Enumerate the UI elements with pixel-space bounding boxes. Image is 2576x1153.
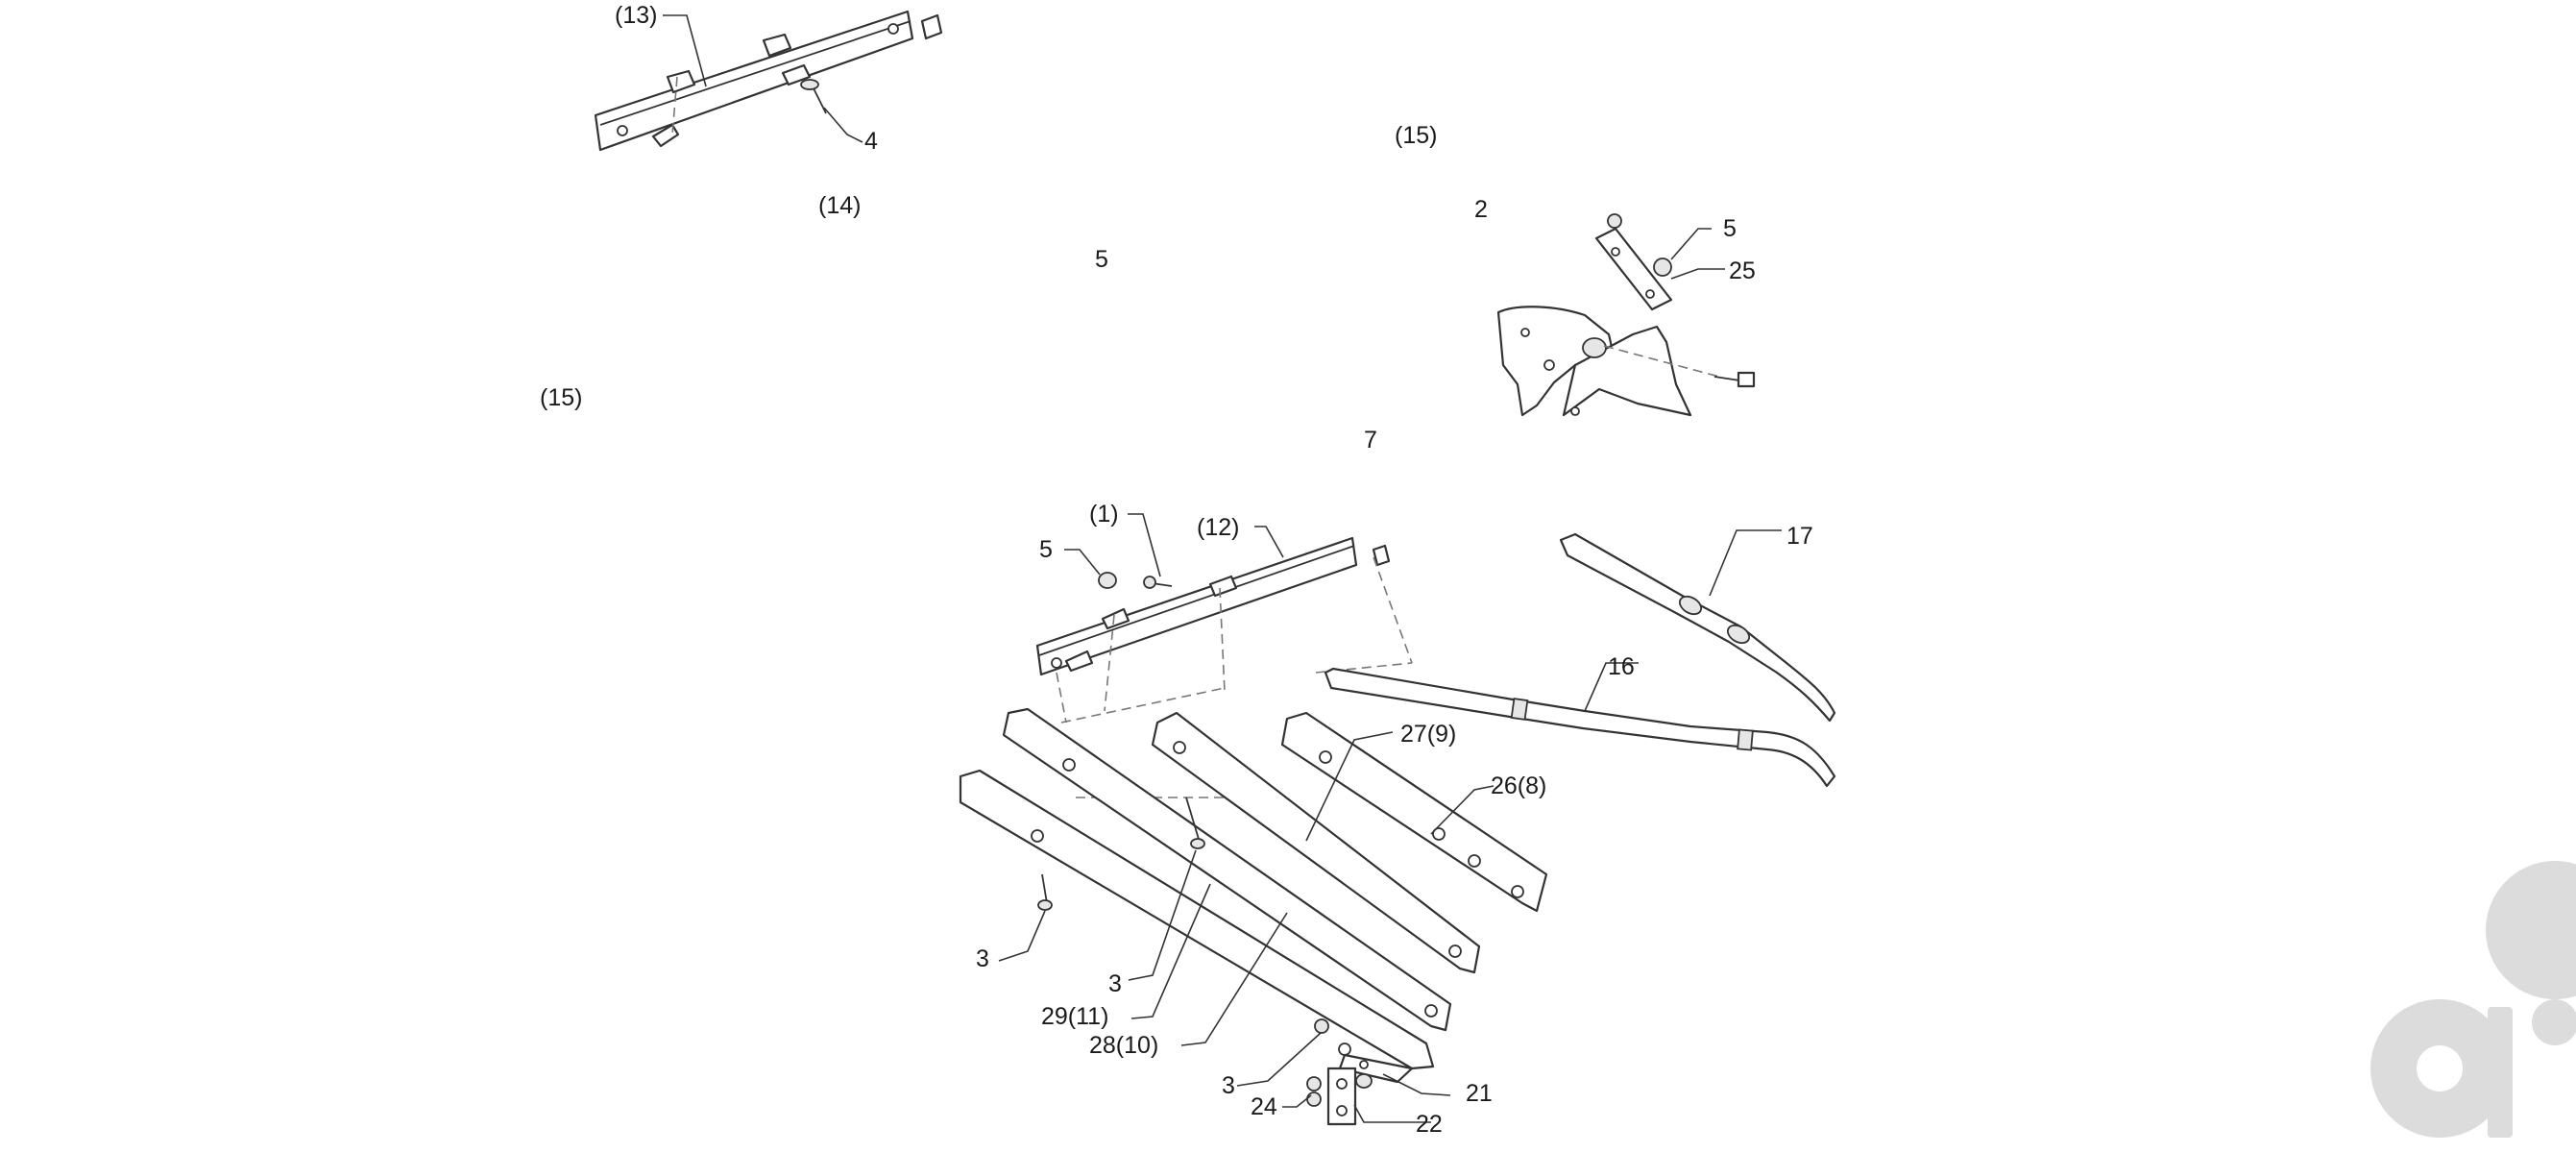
bracket-22 <box>1326 1067 1357 1126</box>
label-5-mid: 5 <box>1095 246 1108 273</box>
label-15-left: (15) <box>540 384 582 411</box>
hinge-bracket <box>1496 227 1756 417</box>
label-3-c: 3 <box>1222 1072 1235 1099</box>
washer-24 <box>1306 1076 1322 1107</box>
label-2: 2 <box>1474 196 1488 223</box>
label-28-10: 28(10) <box>1089 1032 1158 1059</box>
rod-16 <box>1324 667 1836 788</box>
label-29-11: 29(11) <box>1041 1003 1108 1030</box>
label-21: 21 <box>1466 1080 1493 1107</box>
bolt-3-bottom <box>1314 1018 1329 1034</box>
label-16: 16 <box>1608 653 1635 680</box>
label-22: 22 <box>1416 1111 1443 1138</box>
top-mounting-bar <box>594 10 943 152</box>
main-mounting-bar <box>1035 536 1413 798</box>
arm-26-8 <box>1280 711 1548 913</box>
label-3-a: 3 <box>976 945 989 972</box>
label-13: (13) <box>615 2 657 29</box>
nut-5-bracket <box>1653 258 1672 277</box>
label-3-b: 3 <box>1108 970 1122 997</box>
label-7: 7 <box>1364 427 1377 454</box>
label-4: 4 <box>864 128 878 155</box>
arm-27-9 <box>1151 711 1481 974</box>
label-15-top: (15) <box>1395 122 1437 149</box>
top-bolt <box>800 79 827 114</box>
rod-17 <box>1559 532 1836 723</box>
nut-5-upper <box>1607 213 1622 229</box>
label-27-9: 27(9) <box>1400 721 1456 748</box>
label-17: 17 <box>1786 523 1813 550</box>
label-5-main: 5 <box>1039 536 1053 563</box>
arm-29-11 <box>959 769 1435 1070</box>
label-26-8: 26(8) <box>1491 773 1546 799</box>
label-5-bracket: 5 <box>1723 215 1737 242</box>
label-1: (1) <box>1089 501 1119 527</box>
ao-logo-icon <box>2370 861 2576 1138</box>
arm-28-10 <box>1002 707 1452 1032</box>
label-24: 24 <box>1251 1093 1277 1120</box>
label-12: (12) <box>1197 514 1239 541</box>
leader-lines <box>663 14 1782 1123</box>
label-25: 25 <box>1729 258 1756 284</box>
label-14: (14) <box>818 192 861 219</box>
